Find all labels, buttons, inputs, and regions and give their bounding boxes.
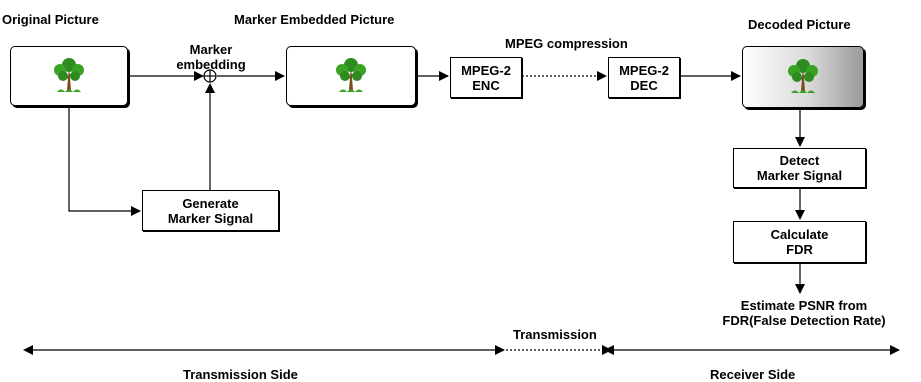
estimate-line1: Estimate PSNR from bbox=[740, 298, 868, 313]
calculate-fdr-box: Calculate FDR bbox=[733, 221, 866, 263]
tree-icon bbox=[336, 58, 366, 92]
tree-icon bbox=[788, 59, 818, 93]
detect-line2: Marker Signal bbox=[756, 168, 843, 183]
circle-plus-icon bbox=[203, 69, 217, 83]
enc-line2: ENC bbox=[472, 77, 500, 93]
generate-line1: Generate bbox=[182, 195, 239, 211]
decoded-picture-box bbox=[742, 46, 864, 108]
mpeg2-dec-box: MPEG-2 DEC bbox=[608, 57, 680, 98]
label-estimate-psnr: Estimate PSNR from FDR(False Detection R… bbox=[690, 298, 918, 328]
estimate-line2: FDR(False Detection Rate) bbox=[722, 313, 886, 328]
label-mpeg-compression: MPEG compression bbox=[505, 36, 628, 51]
label-transmission-side: Transmission Side bbox=[183, 367, 298, 382]
label-receiver-side: Receiver Side bbox=[710, 367, 796, 382]
label-marker-embedding: Marker embedding bbox=[176, 42, 246, 72]
label-marker-embedding-line2: embedding bbox=[176, 57, 246, 72]
detect-marker-signal-box: Detect Marker Signal bbox=[733, 148, 866, 188]
tree-icon bbox=[54, 58, 84, 92]
label-decoded-picture: Decoded Picture bbox=[748, 17, 851, 32]
dec-line2: DEC bbox=[630, 77, 658, 93]
label-marker-embedding-line1: Marker bbox=[189, 42, 233, 57]
label-marker-embedded-picture: Marker Embedded Picture bbox=[234, 12, 395, 27]
arrow-original-to-generate bbox=[68, 106, 141, 216]
original-picture-box bbox=[10, 46, 128, 106]
calc-line1: Calculate bbox=[770, 227, 829, 242]
generate-line2: Marker Signal bbox=[167, 210, 254, 226]
generate-marker-signal-box: Generate Marker Signal bbox=[142, 190, 279, 231]
mpeg2-enc-box: MPEG-2 ENC bbox=[450, 57, 522, 98]
dec-line1: MPEG-2 bbox=[619, 62, 669, 78]
label-original-picture: Original Picture bbox=[2, 12, 99, 27]
calc-line2: FDR bbox=[786, 242, 813, 257]
label-transmission: Transmission bbox=[513, 327, 597, 342]
marker-embedded-picture-box bbox=[286, 46, 416, 106]
enc-line1: MPEG-2 bbox=[461, 62, 511, 78]
detect-line1: Detect bbox=[779, 153, 820, 168]
